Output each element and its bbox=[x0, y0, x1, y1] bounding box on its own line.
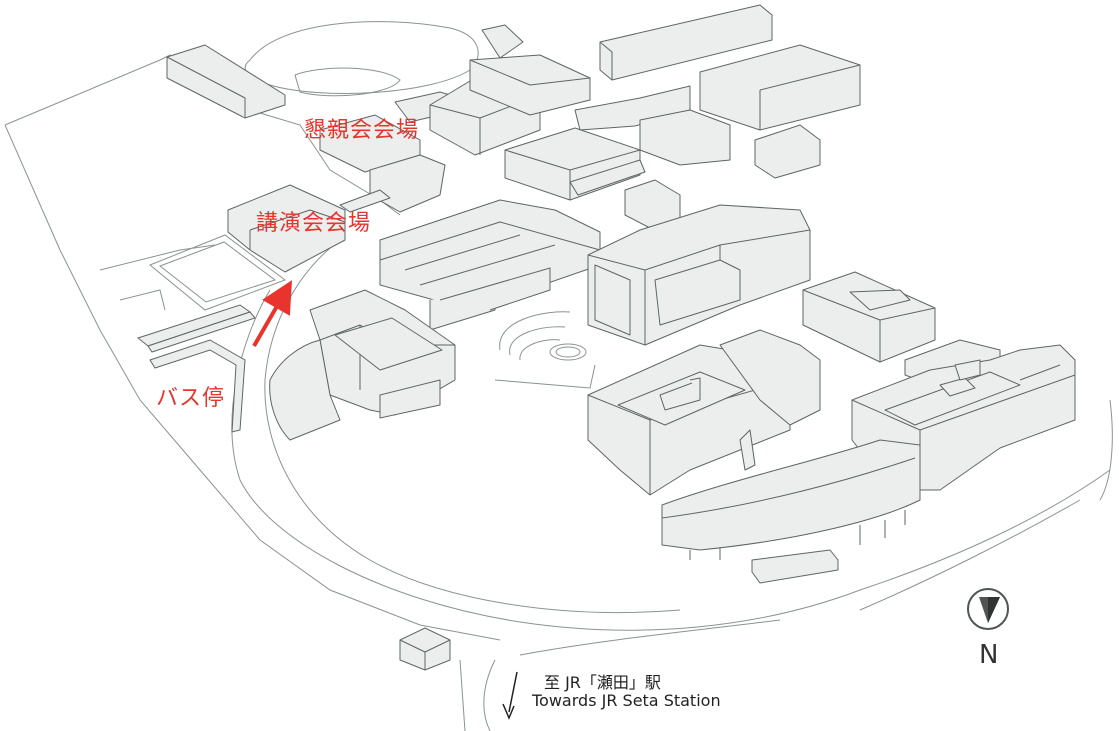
athletic-track bbox=[244, 21, 479, 97]
compass-icon bbox=[967, 588, 1009, 630]
direction-arrow bbox=[252, 280, 292, 347]
bus-stop-label: バス停 bbox=[156, 386, 226, 411]
bus-stop-shelter bbox=[136, 304, 256, 433]
campus-buildings bbox=[166, 4, 1076, 671]
party-venue-label: 懇親会会場 bbox=[304, 118, 420, 143]
circular-plaza bbox=[494, 311, 596, 389]
direction-label-japanese: 至 JR「瀬田」駅 bbox=[544, 673, 661, 692]
direction-label-english: Towards JR Seta Station bbox=[532, 691, 721, 710]
station-arrow bbox=[502, 671, 518, 720]
courtyard-square bbox=[149, 234, 287, 311]
north-label: N bbox=[979, 640, 999, 670]
lecture-venue-label: 講演会会場 bbox=[256, 211, 372, 236]
